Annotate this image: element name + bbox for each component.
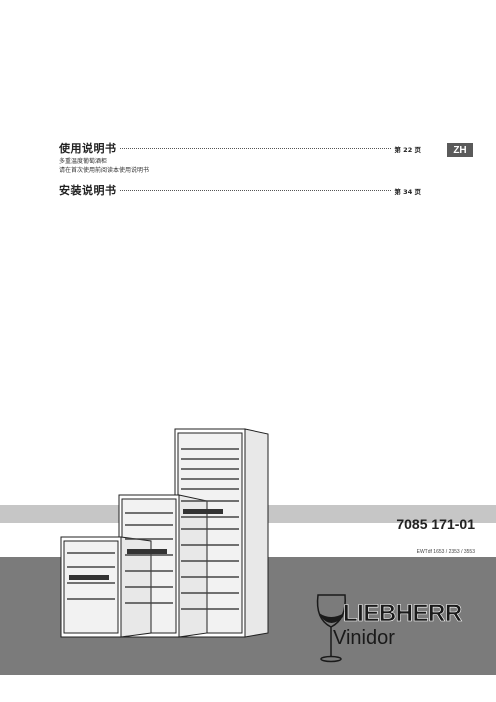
subtitle-line-2: 请在首次使用前阅读本使用说明书 — [59, 167, 150, 174]
toc-page-operating: 第 22 页 — [394, 146, 421, 154]
subtitle-line-1: 多重温度葡萄酒柜 — [59, 158, 108, 165]
model-list: EWTdf 1653 / 2353 / 3553 — [416, 549, 475, 555]
toc-leader-dots — [119, 190, 392, 191]
toc-title-installation: 安装说明书 — [59, 184, 117, 197]
toc-leader-dots — [119, 148, 392, 149]
brand-logo-text: LIEBHERR — [343, 600, 463, 628]
wine-cabinets-illustration — [60, 428, 269, 638]
language-badge: ZH — [447, 143, 473, 157]
document-number: 7085 171-01 — [396, 516, 475, 532]
brand-line-name: Vinidor — [333, 627, 395, 649]
toc-title-operating: 使用说明书 — [59, 142, 117, 155]
wine-glass-icon — [316, 594, 346, 663]
toc-entry-installation[interactable]: 安装说明书 第 34 页 — [59, 182, 421, 198]
toc-entry-operating[interactable]: 使用说明书 第 22 页 — [59, 140, 421, 156]
toc-page-installation: 第 34 页 — [394, 188, 421, 196]
